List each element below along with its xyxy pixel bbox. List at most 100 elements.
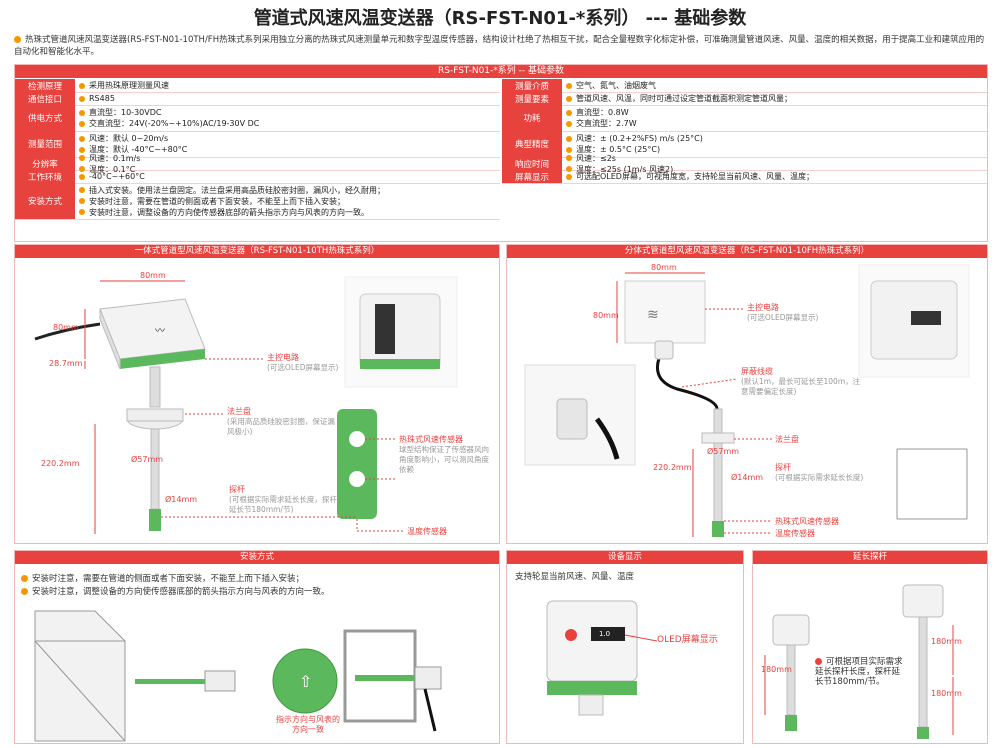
- dim-width: 80mm: [140, 271, 166, 280]
- oled-label: OLED屏幕显示: [657, 635, 718, 645]
- spec-row-left-5: 工作环境 -40°C~+60°C: [15, 170, 500, 184]
- spec-label: 屏幕显示: [502, 170, 562, 183]
- panel-integrated: 一体式管道型风速风温变送器（RS-FST-N01-10TH热珠式系列） 〰: [14, 244, 500, 544]
- dim-height: 80mm: [593, 311, 619, 320]
- bullet-icon: [815, 658, 822, 665]
- spec-value: -40°C~+60°C: [75, 170, 500, 183]
- panel-display: 设备显示 支持轮显当前风速、风量、温度 OLED屏幕显示 1.0: [506, 550, 744, 744]
- bullet-icon: [79, 166, 85, 172]
- note-temp-sensor: 温度传感器: [407, 527, 447, 536]
- note-main-circuit: 主控电路(可选OLED屏幕显示): [267, 353, 339, 372]
- spec-value-line: 可选配OLED屏幕，可视角度宽，支持轮显当前风速、风量、温度；: [566, 171, 983, 182]
- svg-text:⇧: ⇧: [299, 672, 312, 691]
- note-cable: 屏蔽线缆(默认1m，最长可延长至100m，注意需要偏定长度): [741, 367, 861, 396]
- panel-installation: 安装方式 安装时注意，需要在管道的侧面或者下面安装，不能至上而下插入安装； 安装…: [14, 550, 500, 744]
- spec-label: 测量介质: [502, 79, 562, 92]
- dim-length: 220.2mm: [653, 463, 692, 472]
- bullet-icon: [79, 198, 85, 204]
- spec-value-line: 管道风速、风温，同时可通过设定管道截面积测定管道风量；: [566, 93, 983, 104]
- bullet-icon: [21, 588, 28, 595]
- spec-value: 插入式安装。使用法兰盘固定。法兰盘采用高品质硅胶密封圈，漏风小，经久耐用；安装时…: [75, 183, 500, 219]
- panel-split: 分体式管道型风速风温变送器（RS-FST-N01-10FH热珠式系列） ≋ 80…: [506, 244, 988, 544]
- page-title: 管道式风速风温变送器（RS-FST-N01-*系列） --- 基础参数: [253, 8, 747, 29]
- spec-label: 测量范围: [15, 131, 75, 157]
- spec-value-line: 风速：± (0.2+2%FS) m/s (25°C): [566, 133, 983, 144]
- bullet-icon: [79, 187, 85, 193]
- spec-label: 分辨率: [15, 157, 75, 170]
- note-bead-sensor: 热珠式风速传感器: [775, 517, 839, 526]
- spec-value-line: 温度：0.1°C: [79, 164, 496, 175]
- panel-installation-header: 安装方式: [15, 551, 499, 564]
- bullet-icon: [566, 95, 572, 102]
- bullet-icon: [79, 135, 85, 142]
- spec-label: 工作环境: [15, 170, 75, 183]
- spec-value-line: 温度：± 0.5°C (25°C): [566, 144, 983, 155]
- bullet-icon: [566, 120, 572, 127]
- dim-extension-left: 180mm: [761, 665, 792, 674]
- spec-table: RS-FST-N01-*系列 -- 基础参数 检测原理采用热珠原理测量风速通信接…: [14, 64, 988, 242]
- spec-value-line: 采用热珠原理测量风速: [79, 80, 496, 91]
- spec-label: 功耗: [502, 105, 562, 131]
- panel-display-header: 设备显示: [507, 551, 743, 564]
- bullet-icon: [79, 120, 85, 127]
- dim-flange-diameter: Ø57mm: [707, 447, 740, 456]
- svg-text:〰: 〰: [155, 326, 165, 337]
- spec-value-line: RS485: [79, 93, 496, 104]
- note-probe: 探杆(可根据实际需求延长长度，探杆延长节180mm/节): [229, 485, 337, 514]
- spec-label: 测量要素: [502, 92, 562, 105]
- installation-diagram: ⇧: [34, 610, 442, 742]
- spec-row-right-5: 屏幕显示可选配OLED屏幕，可视角度宽，支持轮显当前风速、风量、温度；: [502, 170, 987, 184]
- dim-base-height: 28.7mm: [49, 359, 83, 368]
- bullet-icon: [566, 135, 572, 142]
- spec-row-right-3: 典型精度风速：± (0.2+2%FS) m/s (25°C)温度：± 0.5°C…: [502, 131, 987, 158]
- note-arrow-direction: 指示方向与风表的方向一致: [276, 715, 340, 734]
- bullet-icon: [79, 209, 85, 215]
- spec-value-line: 直流型：10-30VDC: [79, 107, 496, 118]
- intro-text: 热珠式管道风速风温变送器(RS-FST-N01-10TH/FH热珠式系列采用独立…: [14, 35, 985, 57]
- spec-label: 供电方式: [15, 105, 75, 131]
- bullet-icon: [79, 173, 85, 180]
- panel-extension-header: 延长探杆: [753, 551, 987, 564]
- note-flange: 法兰盘(采用高品质硅胶密封圈，保证漏风极小): [227, 407, 335, 436]
- install-note-2: 安装时注意，调整设备的方向使传感器底部的箭头指示方向与风表的方向一致。: [21, 586, 330, 598]
- panel-split-header: 分体式管道型风速风温变送器（RS-FST-N01-10FH热珠式系列）: [507, 245, 987, 258]
- spec-label: 通信接口: [15, 92, 75, 105]
- spec-value-line: 交直流型：2.7W: [566, 118, 983, 129]
- spec-value: 风速：± (0.2+2%FS) m/s (25°C)温度：± 0.5°C (25…: [562, 131, 987, 157]
- dim-length: 220.2mm: [41, 459, 80, 468]
- split-diagram: ≋: [524, 264, 970, 537]
- spec-value-line: 风速：0.1m/s: [79, 153, 496, 164]
- bullet-icon: [566, 166, 572, 172]
- spec-value-line: 安装时注意，调整设备的方向使传感器底部的箭头指示方向与风表的方向一致。: [79, 207, 496, 218]
- display-text: 支持轮显当前风速、风量、温度: [515, 572, 635, 582]
- screen-value: 1.0: [599, 630, 611, 638]
- bullet-icon: [566, 109, 572, 116]
- spec-value-line: 温度：≤25s (1m/s 风速2): [566, 164, 983, 175]
- spec-value: 管道风速、风温，同时可通过设定管道截面积测定管道风量；: [562, 92, 987, 105]
- spec-value-line: -40°C~+60°C: [79, 171, 496, 182]
- spec-value-line: 交直流型：24V(-20%~+10%)AC/19-30V DC: [79, 118, 496, 129]
- bullet-icon: [14, 36, 21, 43]
- note-temp-sensor: 温度传感器: [775, 529, 815, 538]
- dim-probe-diameter: Ø14mm: [731, 473, 764, 482]
- dim-extension-right-bottom: 180mm: [931, 689, 962, 698]
- panel-integrated-header: 一体式管道型风速风温变送器（RS-FST-N01-10TH热珠式系列）: [15, 245, 499, 258]
- panel-extension: 延长探杆 可根据项目实际需求延长探杆长度，探杆延长节180mm/节。 180mm…: [752, 550, 988, 744]
- bullet-icon: [566, 173, 572, 180]
- spec-value-line: 空气、氮气、油烟废气: [566, 80, 983, 91]
- install-note-1: 安装时注意，需要在管道的侧面或者下面安装，不能至上而下插入安装；: [21, 573, 304, 585]
- spec-row-right-0: 测量介质空气、氮气、油烟废气: [502, 79, 987, 93]
- spec-row-left-1: 通信接口 RS485: [15, 92, 500, 106]
- bullet-icon: [566, 146, 572, 153]
- note-main-circuit: 主控电路(可选OLED屏幕显示): [747, 303, 819, 322]
- spec-row-left-0: 检测原理采用热珠原理测量风速: [15, 79, 500, 93]
- note-probe: 探杆(可根据实际需求延长长度): [775, 463, 864, 482]
- spec-value-line: 安装时注意，需要在管道的侧面或者下面安装，不能至上而下插入安装；: [79, 196, 496, 207]
